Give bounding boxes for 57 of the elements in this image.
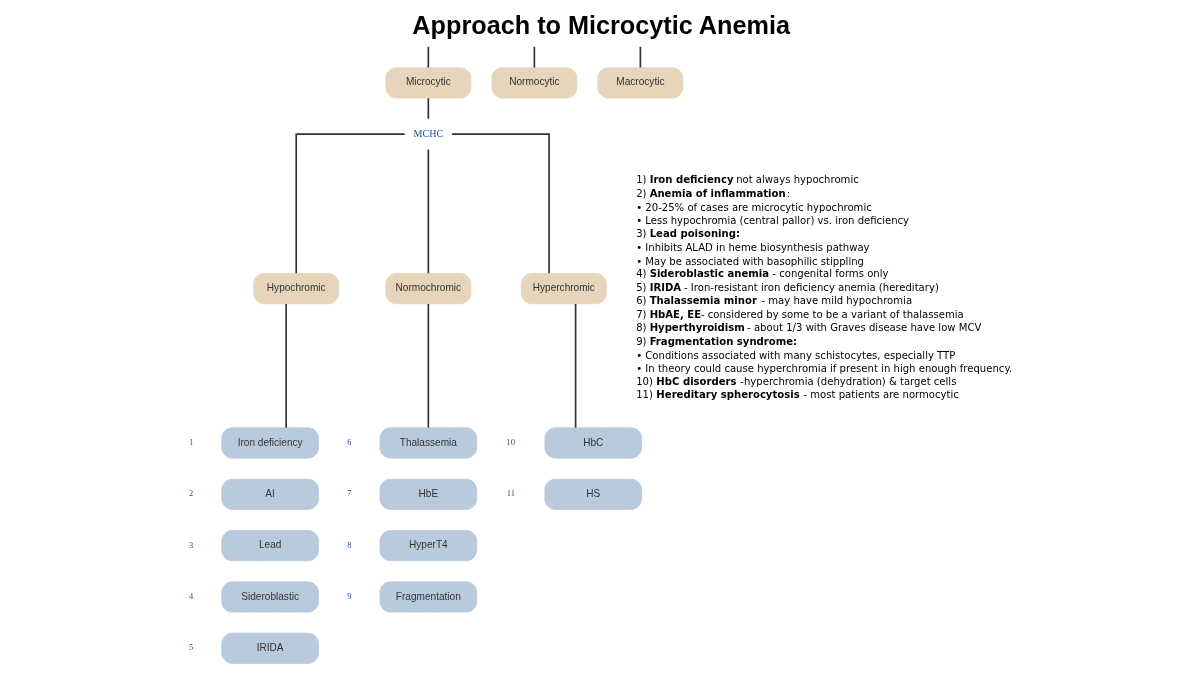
label: • May be associated with basophilic stippling (636, 255, 864, 267)
label: • Inhibits ALAD in heme biosynthesis pathway (636, 242, 870, 254)
node-box: Macrocytic (597, 67, 684, 99)
label: • Less hypochromia (central pallor) vs. iron deficiency (636, 215, 910, 227)
label: • In theory could cause hyperchromia if present in high enough frequency. (636, 363, 1013, 375)
node-label: 1 (188, 438, 194, 448)
node-box: HyperT4 (379, 530, 478, 562)
label: 11) Hereditary spherocytosis - most patients are normocytic (636, 389, 959, 401)
label: 5) IRIDA - Iron-resistant iron deficiency anemia (hereditary) (636, 281, 939, 293)
label: • 20-25% of cases are microcytic hypochromic (636, 201, 872, 213)
node-label: 6 (347, 438, 352, 448)
node-box: Normochromic (385, 273, 472, 305)
node-box: AI (221, 478, 319, 510)
node-label: 9 (347, 592, 352, 602)
node-box: Microcytic (385, 67, 472, 99)
label: 7) HbAE, EE- considered by some to be a variant of thalassemia (636, 308, 964, 320)
node-label: 3 (188, 540, 194, 550)
node-box: Fragmentation (379, 581, 478, 613)
node-box: Hyperchromic (520, 273, 607, 305)
label: 9) Fragmentation syndrome: (636, 335, 798, 347)
node-box: Iron deficiency (221, 427, 319, 459)
label: 4) Sideroblastic anemia - congenital forms only (636, 268, 889, 280)
label: 6) Thalassemia minor - may have mild hypochromia (636, 295, 913, 307)
node-box: HS (544, 478, 643, 510)
node-text: MCHC (413, 127, 444, 139)
connector (295, 133, 406, 275)
node-box: Thalassemia (379, 427, 478, 459)
node-box: IRIDA (221, 632, 319, 664)
connector (285, 303, 287, 429)
label: 3) Lead poisoning: (636, 227, 741, 239)
connector (427, 148, 430, 275)
node-box: HbE (379, 478, 478, 510)
node-box: Sideroblastic (221, 581, 319, 613)
connector (427, 303, 430, 429)
node-label: 10 (506, 438, 516, 448)
label: 2) Anemia of inflammation: (636, 187, 791, 199)
label: • Conditions associated with many schistocytes, especially TTP (636, 349, 956, 361)
node-label: 11 (506, 489, 515, 499)
node-label: 5 (188, 643, 194, 653)
node-box: Hypochromic (253, 273, 340, 305)
node-label: 8 (347, 540, 352, 550)
label: 10) HbC disorders -hyperchromia (dehydration) & target cells (636, 376, 957, 388)
connector (427, 97, 430, 120)
connector (427, 45, 430, 69)
node-box: HbC (544, 427, 643, 459)
connector (574, 303, 577, 429)
label: 8) Hyperthyroidism - about 1/3 with Graves disease have low MCV (636, 322, 982, 334)
node-label: 2 (188, 489, 194, 499)
connector (639, 45, 642, 69)
node-box: Lead (221, 530, 319, 562)
connector (451, 133, 550, 275)
node-label: 7 (347, 489, 352, 499)
label: 1) Iron deficiency not always hypochromic (636, 174, 859, 186)
node-box: Normocytic (491, 67, 578, 99)
connector (533, 45, 536, 69)
diagram-title: Approach to Microcytic Anemia (412, 11, 791, 40)
node-label: 4 (188, 592, 194, 602)
